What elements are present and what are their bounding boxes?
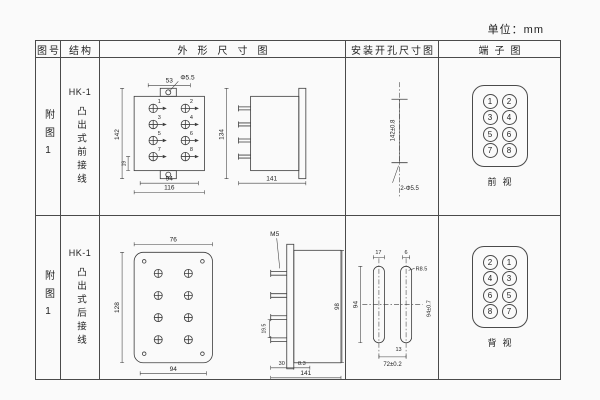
terminal-circle: 7: [501, 304, 517, 320]
dim-141-label: 141: [300, 370, 311, 377]
outline-drawing-rear-wiring: 76 128 94 M5 98 19.5 30 8.3 141: [114, 231, 344, 379]
dim-13-label: 13: [395, 347, 401, 353]
dim-142-label: 142: [114, 129, 121, 140]
dim-center-distance-label: 142±0.8: [391, 119, 397, 141]
row1-outline-cell: 53 Φ5.5 142 19 94 116 134 141 1 2 3 4 5 …: [100, 58, 346, 216]
header-outline: 外形尺寸图: [100, 41, 346, 58]
svg-text:5: 5: [158, 131, 161, 137]
terminal-number-labels: 1 2 3 4 5 6 7 8: [158, 99, 193, 153]
dim-8-3-label: 8.3: [298, 361, 306, 367]
model-label: HK-1: [68, 247, 92, 258]
svg-text:8: 8: [190, 147, 193, 153]
terminal-caption: 前视: [487, 177, 518, 187]
structure-desc-label: 凸出式后接线: [75, 266, 86, 348]
slot-layout: [358, 255, 423, 359]
row1-terminal-cell: 1 2 3 4 5 6 7 8 前视: [439, 58, 561, 216]
dim-dia-label: Φ5.5: [180, 74, 195, 81]
dim-76-label: 76: [170, 236, 178, 243]
row2-outline-cell: 76 128 94 M5 98 19.5 30 8.3 141: [100, 216, 346, 380]
front-view: [133, 251, 213, 364]
spec-table: 图号 结构 外形尺寸图 安装开孔尺寸图 端子图 附图1 HK-1 凸出式前接线: [35, 40, 561, 380]
row1-mounting-cell: 142±0.8 2-Φ5.5: [346, 58, 439, 216]
terminal-circle: 2: [482, 254, 498, 270]
mounting-hole-drawing-front-wiring: 142±0.8 2-Φ5.5: [391, 82, 420, 197]
row2-mounting-cell: 17 6 R8.5 94 94±0.7 72±0.2 13: [346, 216, 439, 380]
outline-drawing-front-wiring: 53 Φ5.5 142 19 94 116 134 141 1 2 3 4 5 …: [114, 74, 307, 195]
terminal-circle: 6: [482, 287, 498, 303]
dim-30-label: 30: [279, 361, 285, 367]
model-label: HK-1: [68, 86, 92, 97]
terminal-circle: 2: [501, 93, 517, 109]
terminal-circle: 3: [501, 271, 517, 287]
dim-128-label: 128: [114, 302, 121, 313]
dim-116-label: 116: [164, 185, 175, 192]
terminal-circle: 1: [501, 254, 517, 270]
svg-text:6: 6: [190, 131, 193, 137]
dim-17-label: 17: [375, 250, 381, 256]
terminal-circle: 6: [501, 126, 517, 142]
front-view: [133, 87, 205, 180]
svg-text:1: 1: [158, 99, 161, 105]
dim-m5-label: M5: [270, 231, 279, 238]
header-fig-no: 图号: [36, 41, 61, 58]
terminal-circle: 3: [482, 110, 498, 126]
dim-94-label: 94: [166, 176, 174, 183]
dim-r8-5-label: R8.5: [416, 266, 428, 272]
row1-structure: HK-1 凸出式前接线: [61, 58, 100, 216]
dim-6-label: 6: [405, 250, 408, 256]
svg-text:7: 7: [158, 147, 161, 153]
dim-94-label: 94: [170, 366, 178, 373]
dim-holes-label: 2-Φ5.5: [400, 186, 419, 192]
svg-text:3: 3: [158, 115, 161, 121]
mounting-hole-drawing-rear-wiring: 17 6 R8.5 94 94±0.7 72±0.2 13: [352, 250, 433, 368]
terminal-circle: 8: [482, 304, 498, 320]
dim-19-5-label: 19.5: [262, 324, 268, 334]
terminal-circle: 7: [482, 143, 498, 159]
hole-layout: [391, 82, 408, 197]
dimension-lines: [120, 81, 307, 195]
fig-no-label: 附图1: [42, 109, 54, 164]
terminal-diagram-rear-view: 2 1 4 3 6 5 8 7: [471, 246, 528, 328]
fig-no-label: 附图1: [42, 270, 54, 325]
row2-fig-no: 附图1: [36, 216, 61, 380]
terminal-circle: 5: [482, 126, 498, 142]
terminal-circle: 1: [482, 93, 498, 109]
dim-141-label: 141: [266, 176, 277, 183]
row2-terminal-cell: 2 1 4 3 6 5 8 7 背视: [439, 216, 561, 380]
dim-134-label: 134: [219, 129, 226, 140]
dim-94-label: 94: [352, 301, 359, 309]
terminal-circle: 8: [501, 143, 517, 159]
header-terminal: 端子图: [439, 41, 561, 58]
header-structure: 结构: [61, 41, 100, 58]
side-view: [238, 87, 307, 180]
svg-text:4: 4: [190, 115, 193, 121]
structure-desc-label: 凸出式前接线: [75, 105, 86, 187]
dimension-lines: [120, 242, 344, 379]
row1-fig-no: 附图1: [36, 58, 61, 216]
dim-tolerance-label: 94±0.7: [427, 300, 433, 317]
dim-72-label: 72±0.2: [383, 362, 402, 368]
terminal-diagram-front-view: 1 2 3 4 5 6 7 8: [471, 85, 528, 167]
header-mounting: 安装开孔尺寸图: [346, 41, 439, 58]
dim-53-label: 53: [166, 77, 174, 84]
dim-19-label: 19: [122, 161, 128, 167]
svg-text:2: 2: [190, 99, 193, 105]
terminal-circle: 4: [482, 271, 498, 287]
unit-label: 单位：mm: [487, 24, 544, 36]
terminal-circle: 4: [501, 110, 517, 126]
terminal-circle: 5: [501, 287, 517, 303]
side-view: [270, 238, 342, 370]
terminal-caption: 背视: [487, 338, 518, 348]
dim-98-label: 98: [335, 303, 341, 310]
row2-structure: HK-1 凸出式后接线: [61, 216, 100, 380]
